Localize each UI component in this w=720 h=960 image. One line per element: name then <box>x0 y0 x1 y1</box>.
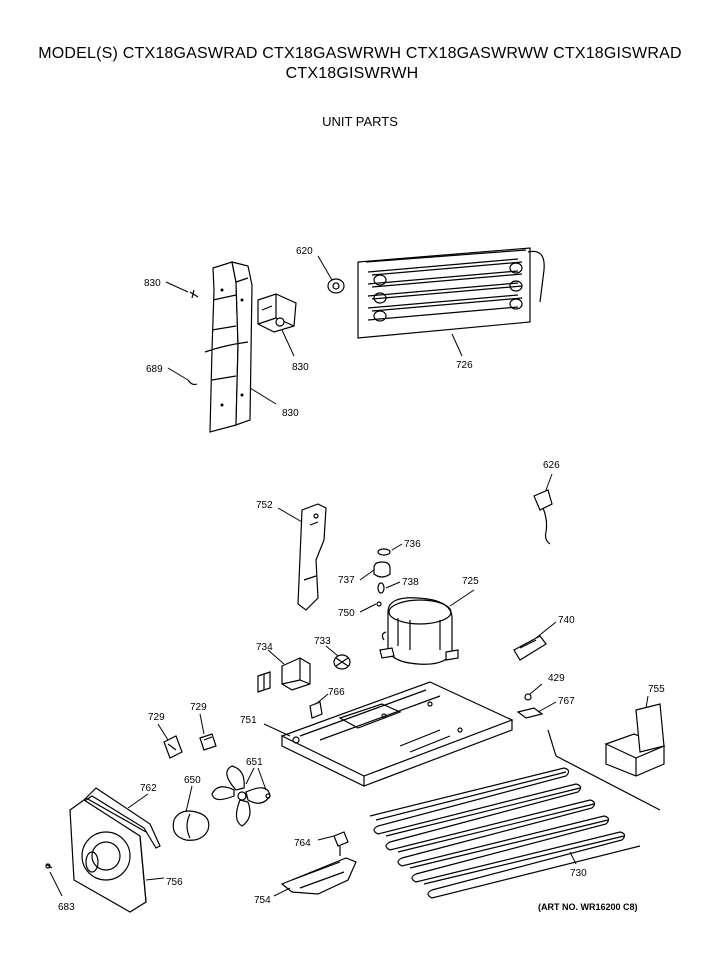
model-list-line-1: MODEL(S) CTX18GASWRAD CTX18GASWRWH CTX18… <box>38 45 682 62</box>
clip-767-part <box>516 707 544 719</box>
callout-740: 740 <box>558 615 575 626</box>
model-list: MODEL(S) CTX18GASWRAD CTX18GASWRWH CTX18… <box>0 44 720 84</box>
callout-650: 650 <box>184 775 201 786</box>
callout-750: 750 <box>338 608 355 619</box>
screw-830-part <box>189 289 199 299</box>
leader-lines <box>49 255 649 897</box>
fan-blade-651-part <box>211 765 271 827</box>
callout-730: 730 <box>570 868 587 879</box>
callout-734: 734 <box>256 642 273 653</box>
screw-429-part <box>524 693 532 701</box>
model-list-line-2: CTX18GISWRWH <box>285 65 419 82</box>
clamp-766-part <box>309 701 323 719</box>
relay-734-part <box>257 657 311 693</box>
callout-736: 736 <box>404 539 421 550</box>
fan-motor-650-part <box>172 810 210 841</box>
callout-620: 620 <box>296 246 313 257</box>
callout-726: 726 <box>456 360 473 371</box>
condenser-coil-730-part <box>369 729 661 899</box>
bracket-752-part <box>297 503 327 611</box>
clip-750-part <box>376 601 382 607</box>
callout-626: 626 <box>543 460 560 471</box>
callout-733: 733 <box>314 636 331 647</box>
callout-752: 752 <box>256 500 273 511</box>
clip-689-part <box>187 379 198 386</box>
grommet-620-part <box>327 278 345 294</box>
compressor-725-part <box>379 597 459 665</box>
art-number: (ART NO. WR16200 C8) <box>538 902 638 912</box>
callout-651: 651 <box>246 757 263 768</box>
callout-683: 683 <box>58 902 75 913</box>
shroud-762-part <box>79 787 161 849</box>
washer-736-part <box>377 548 391 556</box>
callout-764: 764 <box>294 838 311 849</box>
callout-751: 751 <box>240 715 257 726</box>
section-title: UNIT PARTS <box>322 114 398 129</box>
overload-740-part <box>513 635 547 661</box>
capacitor-733-part <box>333 654 351 670</box>
callout-labels: 830 689 830 830 620 726 626 752 736 737 … <box>58 246 665 913</box>
channel-bracket-part <box>204 261 253 433</box>
callout-766: 766 <box>328 687 345 698</box>
callout-830: 830 <box>292 362 309 373</box>
drain-pan-755-part <box>604 703 666 777</box>
callout-725: 725 <box>462 576 479 587</box>
callout-755: 755 <box>648 684 665 695</box>
mount-830-part <box>257 293 297 333</box>
fan-shroud-756-part <box>69 799 147 913</box>
callout-737: 737 <box>338 575 355 586</box>
harness-626-part <box>533 489 553 545</box>
callout-762: 762 <box>140 783 157 794</box>
callout-729: 729 <box>190 702 207 713</box>
callout-429: 429 <box>548 673 565 684</box>
callout-756: 756 <box>166 877 183 888</box>
callout-729: 729 <box>148 712 165 723</box>
fitting-764-part <box>333 831 349 856</box>
callout-830: 830 <box>282 408 299 419</box>
callout-689: 689 <box>146 364 163 375</box>
condenser-726-part <box>357 247 545 339</box>
callout-830: 830 <box>144 278 161 289</box>
bracket-729-left-part <box>163 735 183 759</box>
block-729-right-part <box>199 733 217 751</box>
sleeve-738-part <box>377 582 385 594</box>
callout-738: 738 <box>402 577 419 588</box>
screw-683-part <box>45 863 53 869</box>
base-pan-751-part <box>280 681 514 787</box>
bracket-754-part <box>280 857 357 895</box>
callout-754: 754 <box>254 895 271 906</box>
callout-767: 767 <box>558 696 575 707</box>
grommet-737-part <box>373 561 391 578</box>
